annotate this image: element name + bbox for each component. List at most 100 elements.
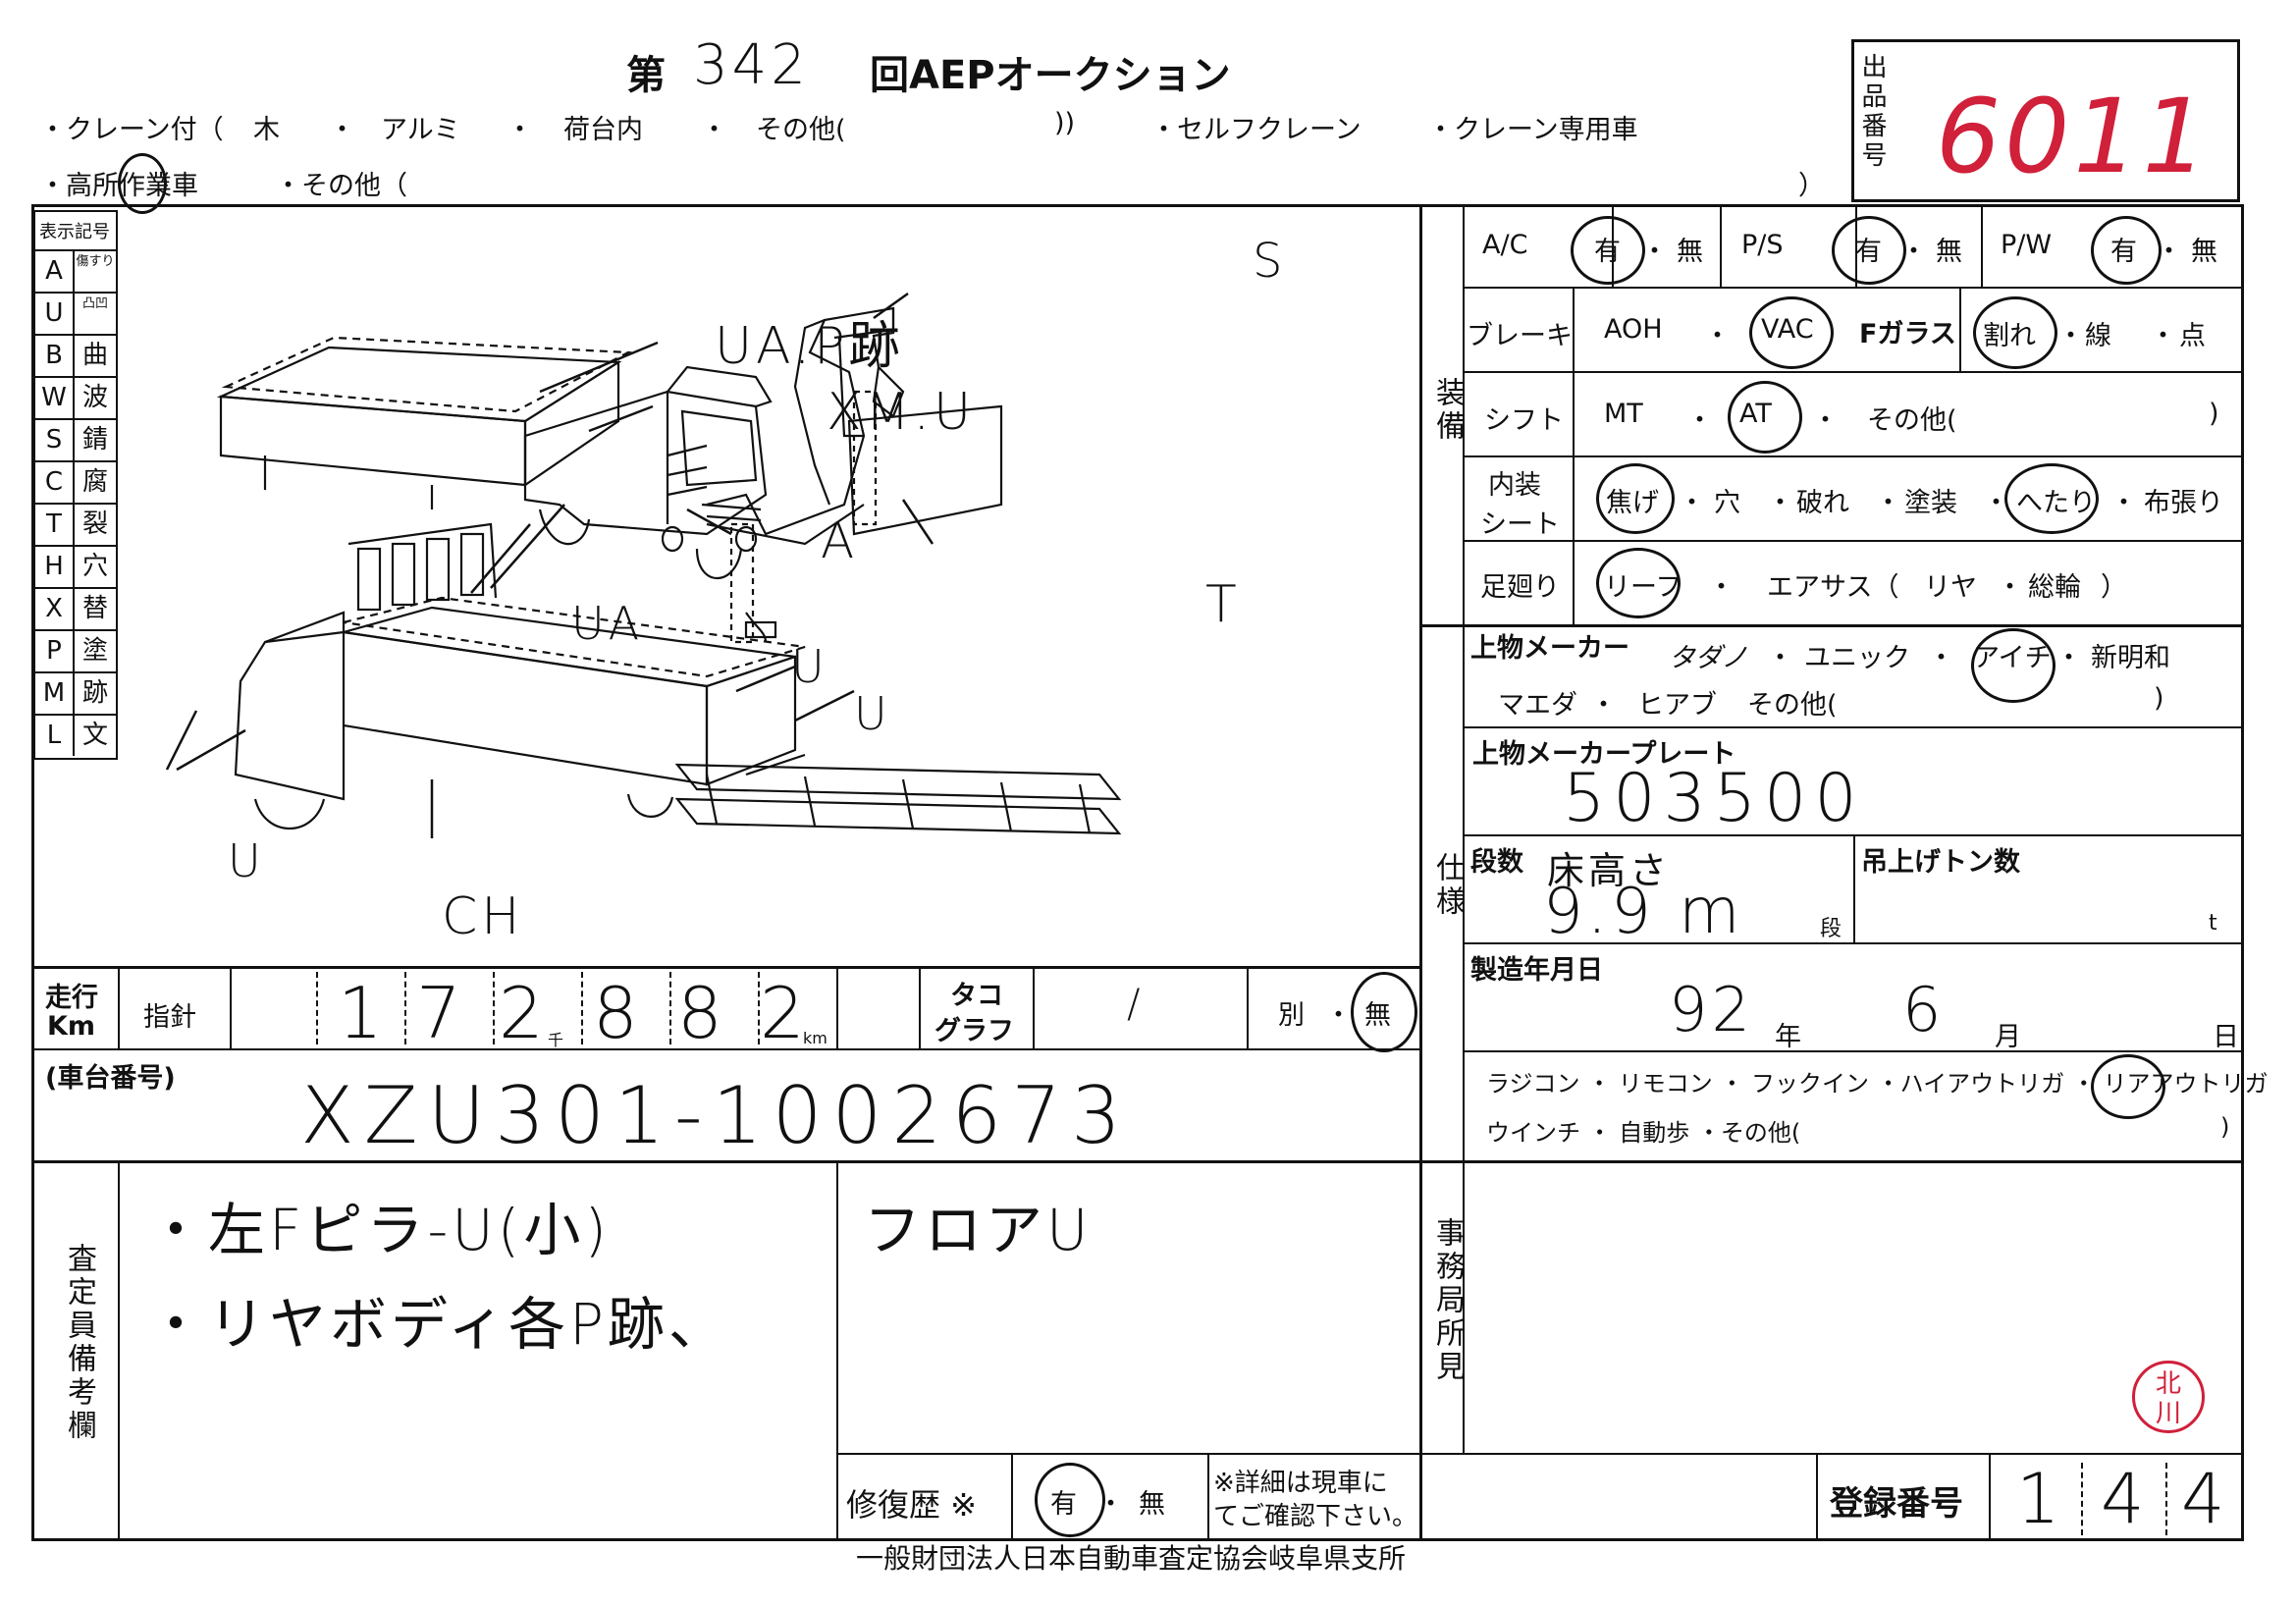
legend-meaning: 文 bbox=[81, 721, 108, 750]
hanging-load bbox=[847, 404, 1003, 536]
registration-digit-2: 4 bbox=[2101, 1459, 2149, 1539]
legend-code: U bbox=[35, 294, 75, 334]
damage-mark-u2: U bbox=[854, 687, 891, 740]
crane-other: その他( bbox=[756, 115, 846, 145]
legend-meaning: 替 bbox=[81, 594, 108, 623]
separator-dot: ・ bbox=[507, 115, 533, 145]
auction-title: 回AEPオークション bbox=[870, 53, 1231, 98]
separator-dot: ・ bbox=[1325, 1000, 1352, 1031]
damage-mark-xmu: XM.U bbox=[827, 383, 976, 442]
lot-number-box bbox=[1851, 39, 2240, 202]
shift-other: その他( bbox=[1867, 405, 1957, 436]
repair-no: 無 bbox=[1139, 1489, 1165, 1520]
vehicle-other: ・その他（ bbox=[275, 171, 407, 201]
chassis-number-label: (車台番号) bbox=[45, 1063, 176, 1094]
floor-height-label: 床高さ bbox=[1547, 849, 1672, 892]
separator-dot: ・ bbox=[1928, 643, 1954, 673]
legend-meaning: 傷すり bbox=[76, 254, 115, 269]
maker-shinmaywa: 新明和 bbox=[2091, 643, 2170, 673]
ac-label: A/C bbox=[1482, 230, 1528, 260]
separator-dot: ・ bbox=[1767, 488, 1793, 518]
equipment-section-label: 装備 bbox=[1430, 377, 1465, 444]
separator-dot: ・ bbox=[2156, 237, 2182, 267]
registration-digit-3: 4 bbox=[2181, 1459, 2229, 1539]
separator-dot: ・ bbox=[1997, 572, 2023, 603]
separator-dot: ・ bbox=[1900, 237, 1927, 267]
crane-aluminium: アルミ bbox=[381, 115, 460, 145]
seat-paint: 塗装 bbox=[1904, 488, 1957, 518]
mileage-digit-3: 2 bbox=[499, 972, 548, 1054]
selection-circle bbox=[1596, 463, 1675, 534]
separator-dot: ・ bbox=[2110, 488, 2137, 518]
lift-capacity-unit: t bbox=[2209, 911, 2217, 936]
mileage-label-2: Km bbox=[47, 1011, 96, 1042]
tacho-label-1: タコ bbox=[950, 981, 1003, 1011]
legend-meaning: 跡 bbox=[81, 678, 108, 708]
legend-code: W bbox=[35, 378, 75, 418]
paren-close: ) bbox=[2209, 399, 2219, 429]
selection-circle bbox=[1832, 216, 1906, 285]
seat-label-1: 内装 bbox=[1488, 470, 1541, 501]
separator-dot: ・ bbox=[1812, 405, 1839, 436]
steps-label: 段数 bbox=[1470, 847, 1523, 878]
legend-code: P bbox=[35, 631, 75, 671]
km-unit: km bbox=[803, 1029, 828, 1047]
repair-note-2: てご確認下さい。 bbox=[1213, 1502, 1418, 1531]
separator-dot: ・ bbox=[1708, 572, 1735, 603]
mileage-label-1: 走行 bbox=[45, 983, 98, 1013]
manufacture-month: 6 bbox=[1902, 974, 1946, 1045]
seat-tear: 破れ bbox=[1796, 488, 1849, 518]
manufacture-date-label: 製造年月日 bbox=[1470, 955, 1603, 986]
paren-close: ） bbox=[1798, 171, 1825, 201]
paren-close: )) bbox=[1054, 108, 1076, 138]
pw-no: 無 bbox=[2191, 237, 2217, 267]
maker-tadano: タダノ bbox=[1669, 643, 1748, 673]
legend-code: X bbox=[35, 589, 75, 629]
tacho-mark: / bbox=[1127, 982, 1145, 1027]
crane-wood: 木 bbox=[253, 115, 280, 145]
seat-label-2: シート bbox=[1480, 509, 1560, 540]
steps-unit: 段 bbox=[1820, 917, 1842, 941]
paren-close: ) bbox=[2220, 1113, 2230, 1141]
paren-close: ） bbox=[2101, 572, 2127, 603]
separator-dot: ・ bbox=[329, 115, 355, 145]
seat-fabric: 布張り bbox=[2144, 488, 2223, 518]
damage-mark-a: A bbox=[821, 512, 859, 569]
body-maker-label: 上物メーカー bbox=[1470, 633, 1629, 664]
ps-label: P/S bbox=[1741, 230, 1784, 260]
remarks-section-label: 査定員備考欄 bbox=[62, 1243, 96, 1443]
maker-unic: ユニック bbox=[1804, 643, 1910, 673]
thousand-unit: 千 bbox=[548, 1031, 564, 1049]
repair-note-1: ※詳細は現車に bbox=[1213, 1469, 1388, 1498]
tacho-label-2: グラフ bbox=[934, 1016, 1014, 1046]
seat-hole: 穴 bbox=[1714, 488, 1740, 518]
chassis-frame bbox=[674, 763, 1122, 835]
crane-inner: 荷台内 bbox=[563, 115, 643, 145]
maker-other: その他( bbox=[1747, 690, 1838, 721]
selection-circle bbox=[2091, 216, 2162, 285]
crane-drawing bbox=[667, 306, 905, 644]
legend-code: C bbox=[35, 462, 75, 503]
day-unit: 日 bbox=[2213, 1022, 2239, 1052]
mileage-digit-2: 7 bbox=[416, 972, 465, 1054]
paren-close: ) bbox=[2154, 683, 2164, 714]
legend-meaning: 裂 bbox=[81, 509, 108, 539]
month-unit: 月 bbox=[1995, 1022, 2021, 1052]
damage-mark-ch: CH bbox=[442, 887, 524, 946]
maker-plate-label: 上物メーカープレート bbox=[1472, 739, 1736, 770]
legend-code: M bbox=[35, 673, 75, 714]
separator-dot: ・ bbox=[1590, 690, 1617, 721]
separator-dot: ・ bbox=[1704, 321, 1731, 351]
selection-circle bbox=[118, 153, 167, 214]
ps-no: 無 bbox=[1936, 237, 1962, 267]
crane-option: ・クレーン付（ bbox=[39, 115, 224, 145]
damage-mark-t: T bbox=[1205, 575, 1241, 634]
selection-circle bbox=[1728, 381, 1802, 454]
